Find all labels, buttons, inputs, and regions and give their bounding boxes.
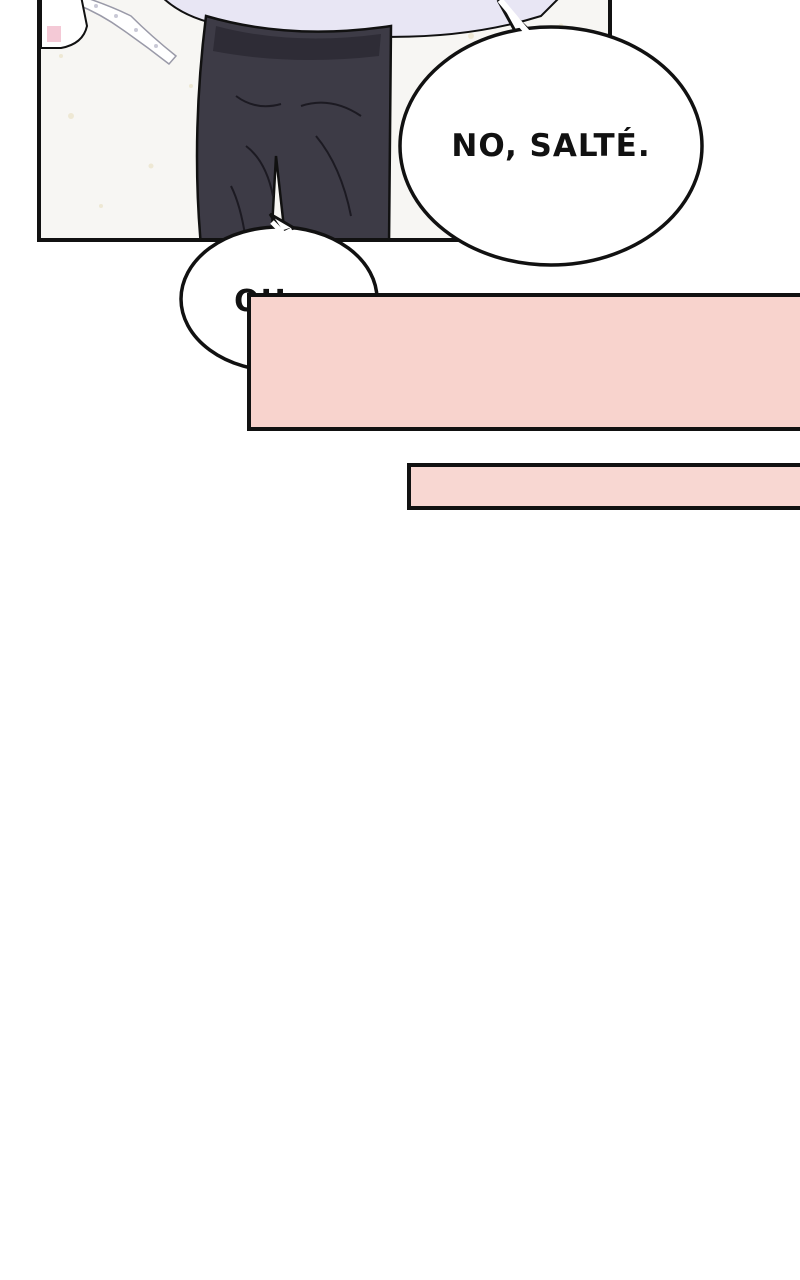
pink-strip-small	[407, 463, 800, 510]
pink-strip-large	[247, 293, 800, 431]
waistband	[213, 26, 381, 60]
lace-ruffle	[74, 0, 178, 66]
speech-bubble-main	[398, 0, 704, 267]
shoe-accent	[47, 26, 61, 42]
speech-bubble-main-text: NO, SALTÉ.	[451, 128, 651, 164]
lace-dots	[94, 4, 158, 48]
